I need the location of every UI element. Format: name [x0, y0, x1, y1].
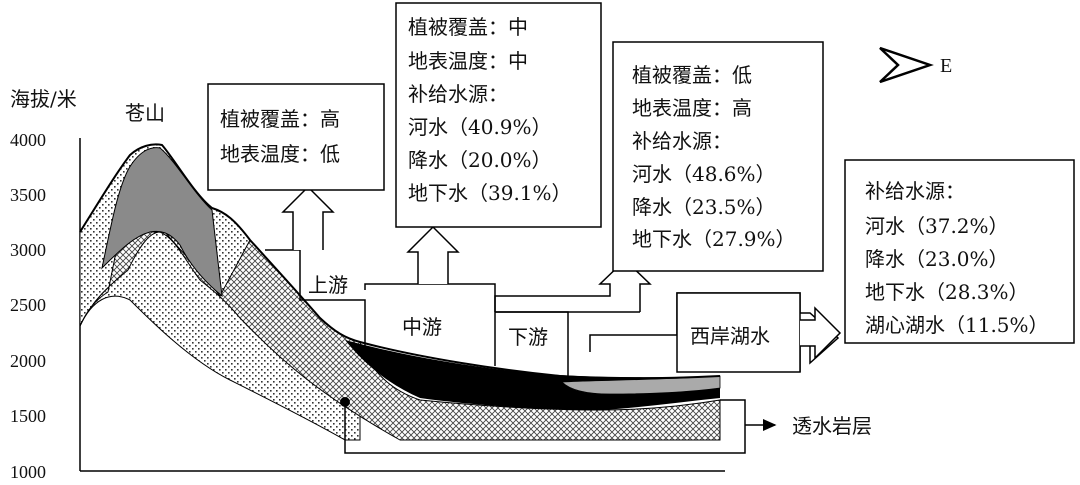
mountain-label: 苍山	[125, 101, 165, 125]
arrow-up-icon	[406, 225, 460, 284]
info-line: 补给水源：	[632, 129, 732, 153]
permeable-rock-label: 透水岩层	[792, 414, 872, 438]
info-line: 植被覆盖：低	[632, 63, 752, 87]
info-line: 地表温度：高	[632, 96, 752, 120]
info-line: 地表温度：低	[220, 142, 340, 166]
info-line: 地下水（27.9%）	[632, 227, 796, 251]
info-box-upper: 植被覆盖：高 地表温度：低	[207, 83, 385, 191]
info-line: 植被覆盖：高	[220, 107, 340, 131]
info-line: 湖心湖水（11.5%）	[865, 313, 1049, 337]
y-tick-label: 1000	[10, 462, 46, 482]
info-box-west-shore: 补给水源： 河水（37.2%） 降水（23.0%） 地下水（28.3%） 湖心湖…	[844, 159, 1075, 344]
y-tick-label: 2000	[10, 351, 46, 371]
info-line: 地下水（39.1%）	[408, 181, 572, 205]
info-line: 补给水源：	[408, 82, 508, 106]
y-axis-label: 海拔/米	[10, 87, 77, 111]
y-tick-label: 2500	[10, 295, 46, 315]
y-tick-label: 1500	[10, 406, 46, 426]
bedrock-core	[101, 147, 223, 298]
west-shore-lake	[561, 375, 721, 395]
info-line: 补给水源：	[865, 179, 965, 203]
info-line: 植被覆盖：中	[408, 15, 528, 39]
arrow-right-icon	[800, 306, 842, 360]
west-shore-label: 西岸湖水	[690, 324, 770, 348]
y-tick-label: 3500	[10, 185, 46, 205]
zone-upper-label: 上游	[308, 273, 348, 297]
arrow-up-icon	[281, 185, 335, 250]
info-line: 降水（23.5%）	[632, 195, 776, 219]
y-tick-label: 4000	[10, 130, 46, 150]
compass-icon: E	[879, 46, 952, 84]
compass-label: E	[940, 55, 952, 77]
info-line: 降水（20.0%）	[408, 148, 552, 172]
arrow-up-icon	[494, 258, 652, 312]
zone-middle-label: 中游	[402, 315, 442, 339]
info-line: 地下水（28.3%）	[865, 280, 1029, 304]
surface-outline	[79, 143, 721, 380]
info-line: 河水（37.2%）	[865, 214, 1009, 238]
y-tick-label: 3000	[10, 240, 46, 260]
info-line: 河水（48.6%）	[632, 162, 776, 186]
y-axis: 海拔/米 4000 3500 3000 2500 2000 1500 1000	[10, 87, 725, 482]
terrain	[79, 143, 721, 441]
info-box-middle: 植被覆盖：中 地表温度：中 补给水源： 河水（40.9%） 降水（20.0%） …	[395, 2, 602, 228]
info-line: 河水（40.9%）	[408, 115, 552, 139]
info-line: 地表温度：中	[408, 49, 528, 73]
permeable-rock-pointer: 透水岩层	[340, 397, 872, 454]
zone-steps: 上游 中游 下游 西岸湖水	[265, 185, 842, 376]
info-line: 降水（23.0%）	[865, 247, 1009, 271]
zone-lower-label: 下游	[508, 325, 548, 349]
info-box-lower: 植被覆盖：低 地表温度：高 补给水源： 河水（48.6%） 降水（23.5%） …	[612, 41, 824, 272]
